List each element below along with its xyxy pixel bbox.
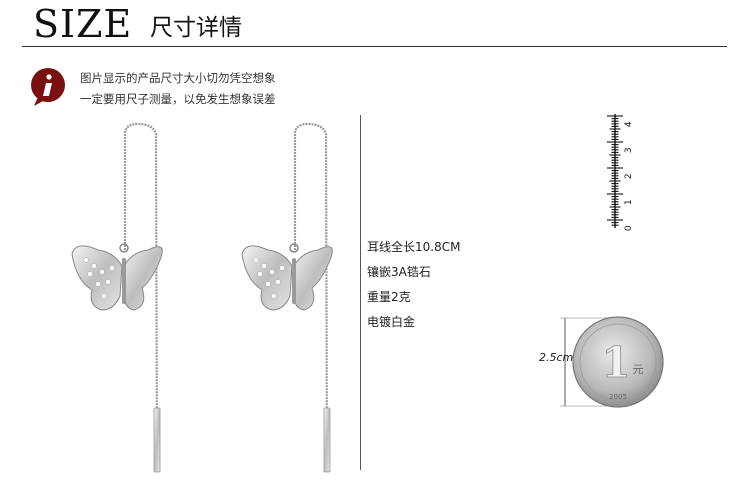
header-divider	[22, 46, 727, 47]
coin-image: 1 元 2005	[560, 316, 664, 408]
ruler-label: 0	[624, 225, 634, 231]
coin-unit: 元	[633, 363, 644, 376]
notice-line-2: 一定要用尺子测量，以免发生想象误差	[80, 92, 276, 106]
coin-diameter-label: 2.5cm	[539, 351, 574, 364]
spec-inlay: 镶嵌3A锆石	[367, 265, 431, 279]
ruler-label: 3	[624, 147, 634, 153]
spec-length: 耳线全长10.8CM	[367, 240, 461, 254]
page-title: SIZE	[33, 2, 133, 46]
ruler-label: 4	[624, 121, 634, 127]
spec-plating: 电镀白金	[367, 315, 416, 329]
coin-denomination: 1	[601, 338, 630, 387]
notice-line-1: 图片显示的产品尺寸大小切勿凭空想象	[80, 71, 276, 85]
earring-image-right	[241, 122, 333, 473]
coin-year: 2005	[609, 393, 627, 401]
ruler-label: 1	[624, 199, 634, 205]
ruler-label: 2	[624, 173, 634, 179]
earring-image-left	[71, 122, 163, 473]
ruler-icon: 0 1 2 3 4	[607, 114, 634, 231]
header: SIZE 尺寸详情	[0, 0, 750, 48]
spec-weight: 重量2克	[367, 290, 411, 304]
page-subtitle: 尺寸详情	[150, 15, 242, 41]
spec-divider	[360, 115, 361, 470]
info-icon	[31, 68, 65, 106]
